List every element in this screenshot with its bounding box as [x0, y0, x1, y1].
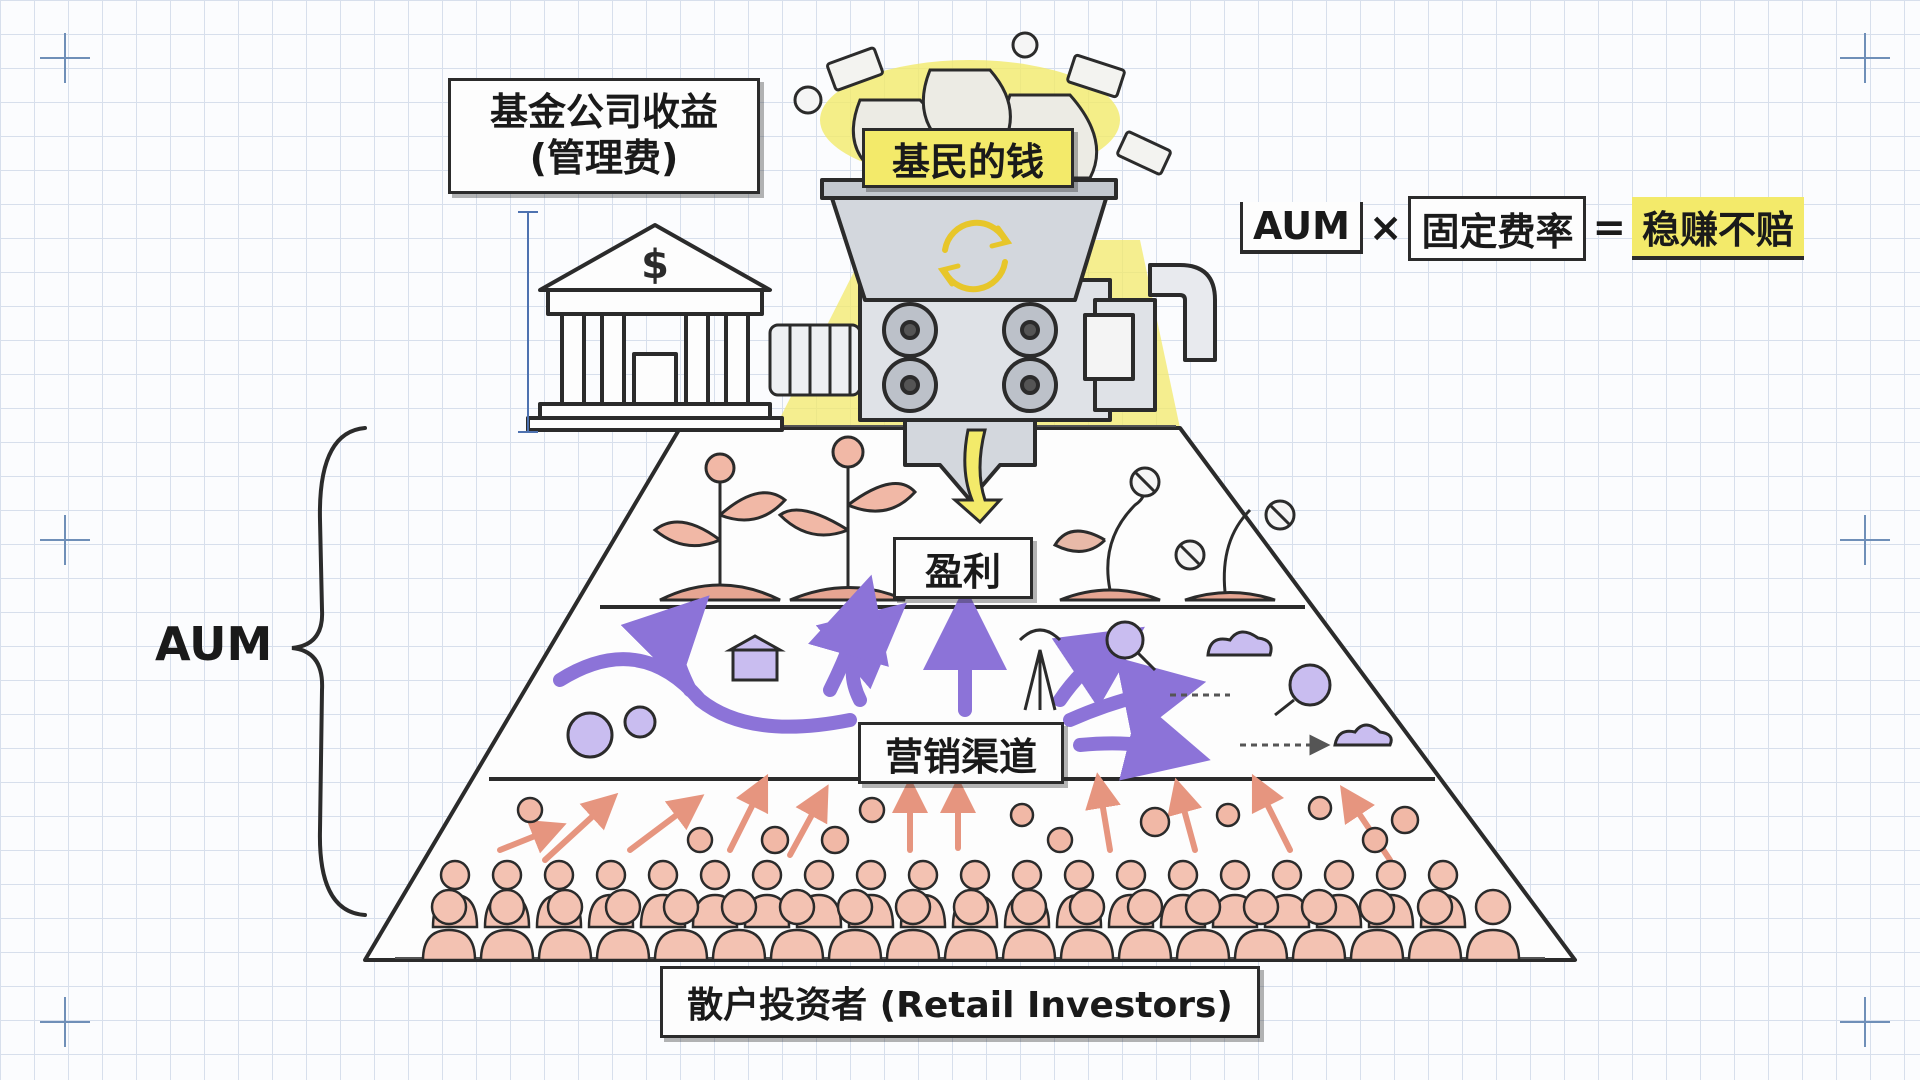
person-body — [479, 928, 535, 962]
aum-side-label: AUM — [155, 617, 273, 671]
person-body — [537, 928, 593, 962]
person-body — [885, 928, 941, 962]
person-head — [488, 888, 526, 926]
person-head — [803, 859, 835, 891]
person-body — [595, 928, 651, 962]
person-head — [543, 859, 575, 891]
retail-investors-text: 散户投资者 (Retail Investors) — [687, 985, 1233, 1026]
person-head — [1011, 859, 1043, 891]
person-head — [1323, 859, 1355, 891]
person-head — [699, 859, 731, 891]
person-body — [1291, 928, 1347, 962]
marketing-arrows — [553, 574, 1211, 781]
person-body — [1349, 928, 1405, 962]
person-head — [1416, 888, 1454, 926]
person-head — [430, 888, 468, 926]
person-body — [1117, 928, 1173, 962]
coin-arrows — [497, 772, 1393, 863]
person-head — [1068, 888, 1106, 926]
person-head — [751, 859, 783, 891]
person-head — [546, 888, 584, 926]
person-body — [1465, 928, 1521, 962]
investor-money-label: 基民的钱 — [862, 128, 1074, 188]
person-head — [662, 888, 700, 926]
retail-investors-label: 散户投资者 (Retail Investors) — [660, 966, 1260, 1038]
formula-times: × — [1368, 205, 1403, 251]
fund-income-line2: (管理费) — [529, 136, 679, 180]
formula-equals: = — [1592, 205, 1626, 251]
people-crowd — [421, 859, 1521, 962]
person-body — [1001, 928, 1057, 962]
machine-body — [858, 263, 1217, 422]
person-body — [827, 928, 883, 962]
profit-plants — [652, 435, 1296, 602]
registration-marks — [40, 33, 1890, 1047]
formula-fee-rate: 固定费率 — [1408, 195, 1587, 261]
person-head — [1271, 859, 1303, 891]
person-head — [894, 888, 932, 926]
person-body — [421, 928, 477, 962]
person-body — [943, 928, 999, 962]
person-head — [1184, 888, 1222, 926]
person-head — [1242, 888, 1280, 926]
marketing-channels-text: 营销渠道 — [884, 734, 1037, 779]
person-body — [653, 928, 709, 962]
fund-income-label: 基金公司收益 (管理费) — [448, 78, 760, 194]
person-head — [1063, 859, 1095, 891]
profit-text: 盈利 — [924, 549, 1001, 594]
dimension-line — [518, 211, 538, 433]
person-head — [604, 888, 642, 926]
person-head — [959, 859, 991, 891]
person-body — [1175, 928, 1231, 962]
formula-aum: AUM — [1240, 202, 1363, 254]
connector-pipe — [768, 323, 862, 397]
person-head — [1167, 859, 1199, 891]
person-head — [439, 859, 471, 891]
investor-money-text: 基民的钱 — [891, 139, 1044, 184]
recycle-arrows-icon — [937, 219, 1013, 293]
coins — [516, 795, 1420, 855]
person-body — [1407, 928, 1463, 962]
person-body — [769, 928, 825, 962]
person-head — [952, 888, 990, 926]
person-head — [1219, 859, 1251, 891]
output-arrow — [951, 428, 1004, 525]
person-head — [1427, 859, 1459, 891]
person-body — [1233, 928, 1289, 962]
person-head — [1115, 859, 1147, 891]
formula-result: 稳赚不赔 — [1631, 196, 1804, 260]
person-head — [1010, 888, 1048, 926]
person-body — [711, 928, 767, 962]
person-head — [907, 859, 939, 891]
fund-income-line1: 基金公司收益 — [489, 90, 718, 135]
bank-dollar-icon: $ — [526, 223, 784, 432]
aum-brace — [291, 426, 367, 917]
channel-icons — [566, 620, 1393, 759]
person-head — [1474, 888, 1512, 926]
person-head — [491, 859, 523, 891]
person-head — [836, 888, 874, 926]
person-body — [1059, 928, 1115, 962]
person-head — [778, 888, 816, 926]
person-head — [1126, 888, 1164, 926]
svg-text:$: $ — [641, 242, 669, 288]
person-head — [720, 888, 758, 926]
person-head — [1300, 888, 1338, 926]
person-head — [595, 859, 627, 891]
money-funnel-machine-icon — [820, 178, 1118, 502]
profit-label: 盈利 — [893, 537, 1033, 599]
person-head — [855, 859, 887, 891]
formula: AUM × 固定费率 = 稳赚不赔 — [1240, 195, 1804, 261]
person-head — [647, 859, 679, 891]
marketing-channels-label: 营销渠道 — [858, 722, 1064, 784]
person-head — [1375, 859, 1407, 891]
person-head — [1358, 888, 1396, 926]
